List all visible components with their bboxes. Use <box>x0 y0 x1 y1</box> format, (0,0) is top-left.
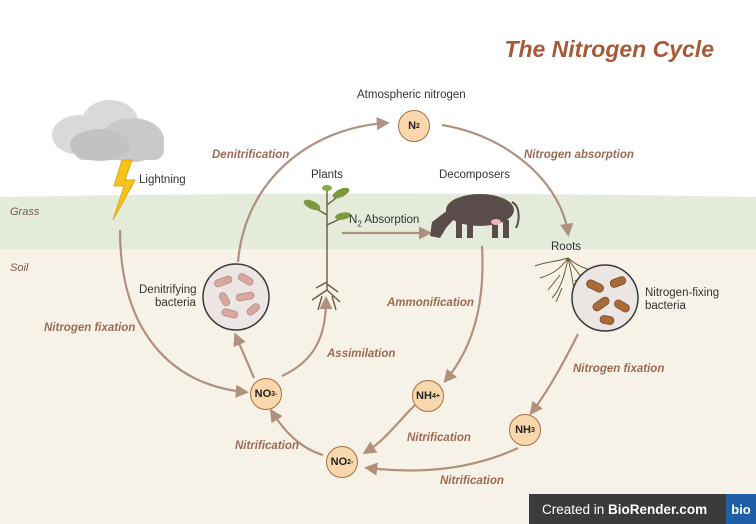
nitrogen-absorption-label: Nitrogen absorption <box>524 149 634 161</box>
denitrifying-bacteria-icon <box>202 263 270 331</box>
grass-band <box>0 197 756 249</box>
diagram-title: The Nitrogen Cycle <box>504 36 714 62</box>
denitrification-label: Denitrification <box>212 149 290 161</box>
biorender-badge-text: Created in BioRender.com <box>542 501 708 517</box>
assimilation-label: Assimilation <box>327 348 396 360</box>
decomposers-label: Decomposers <box>439 169 510 181</box>
grass-layer-label: Grass <box>10 206 40 218</box>
nitrogen-fixation-right-label: Nitrogen fixation <box>573 363 665 375</box>
nitrification-bottom-label: Nitrification <box>440 475 504 487</box>
nitrification-left-label: Nitrification <box>235 440 299 452</box>
soil-layer-label: Soil <box>10 262 29 274</box>
ammonification-label: Ammonification <box>387 297 474 309</box>
nitrification-mid-label: Nitrification <box>407 432 471 444</box>
denitrifying-bacteria-label-line2: bacteria <box>155 297 196 309</box>
plant-leaves-icon <box>303 185 351 220</box>
roots-label: Roots <box>551 241 582 253</box>
soil-band <box>0 249 756 524</box>
n2-absorption-label: N2 Absorption <box>349 214 420 229</box>
biorender-badge[interactable]: Created in BioRender.com bio <box>529 494 756 524</box>
cow-icon <box>430 194 520 238</box>
nitrogen-fixation-left-label: Nitrogen fixation <box>44 322 136 334</box>
lightning-label: Lightning <box>139 174 186 186</box>
nitrogen-fixing-bacteria-label-line1: Nitrogen-fixing <box>645 287 720 299</box>
plants-label: Plants <box>311 169 343 181</box>
denitrifying-bacteria-label-line1: Denitrifying <box>139 284 197 296</box>
biorender-logo-icon: bio <box>726 494 756 524</box>
atmospheric-nitrogen-label: Atmospheric nitrogen <box>357 89 466 101</box>
nitrogen-fixing-bacteria-label-line2: bacteria <box>645 300 686 312</box>
lightning-bolt-icon <box>112 159 136 221</box>
nitrogen-fixing-bacteria-icon <box>571 264 639 332</box>
cloud-icon <box>52 100 164 162</box>
